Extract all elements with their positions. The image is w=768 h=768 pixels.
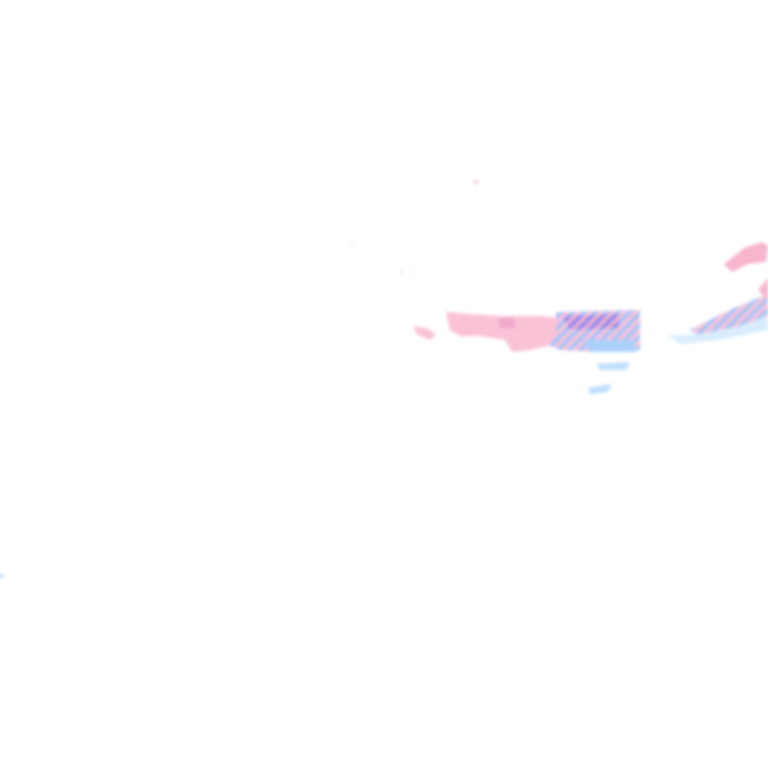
snow-precip-area xyxy=(596,362,630,370)
mixed-precip-speck xyxy=(474,180,478,184)
snow-precip-speck xyxy=(401,271,403,273)
mixed-precip-area xyxy=(446,312,560,352)
hatched-precip-core xyxy=(562,314,620,330)
mixed-precip-area xyxy=(724,242,768,272)
mixed-precip-area xyxy=(758,278,768,300)
snow-precip-area xyxy=(582,340,636,352)
mixed-precip-core xyxy=(498,318,516,328)
snow-precip-area xyxy=(588,384,612,394)
hatched-precip-area xyxy=(690,294,768,336)
mixed-precip-area xyxy=(414,326,436,340)
snow-precip-area xyxy=(668,316,768,344)
mixed-precip-speck xyxy=(351,241,353,243)
snow-precip-speck xyxy=(0,574,4,578)
